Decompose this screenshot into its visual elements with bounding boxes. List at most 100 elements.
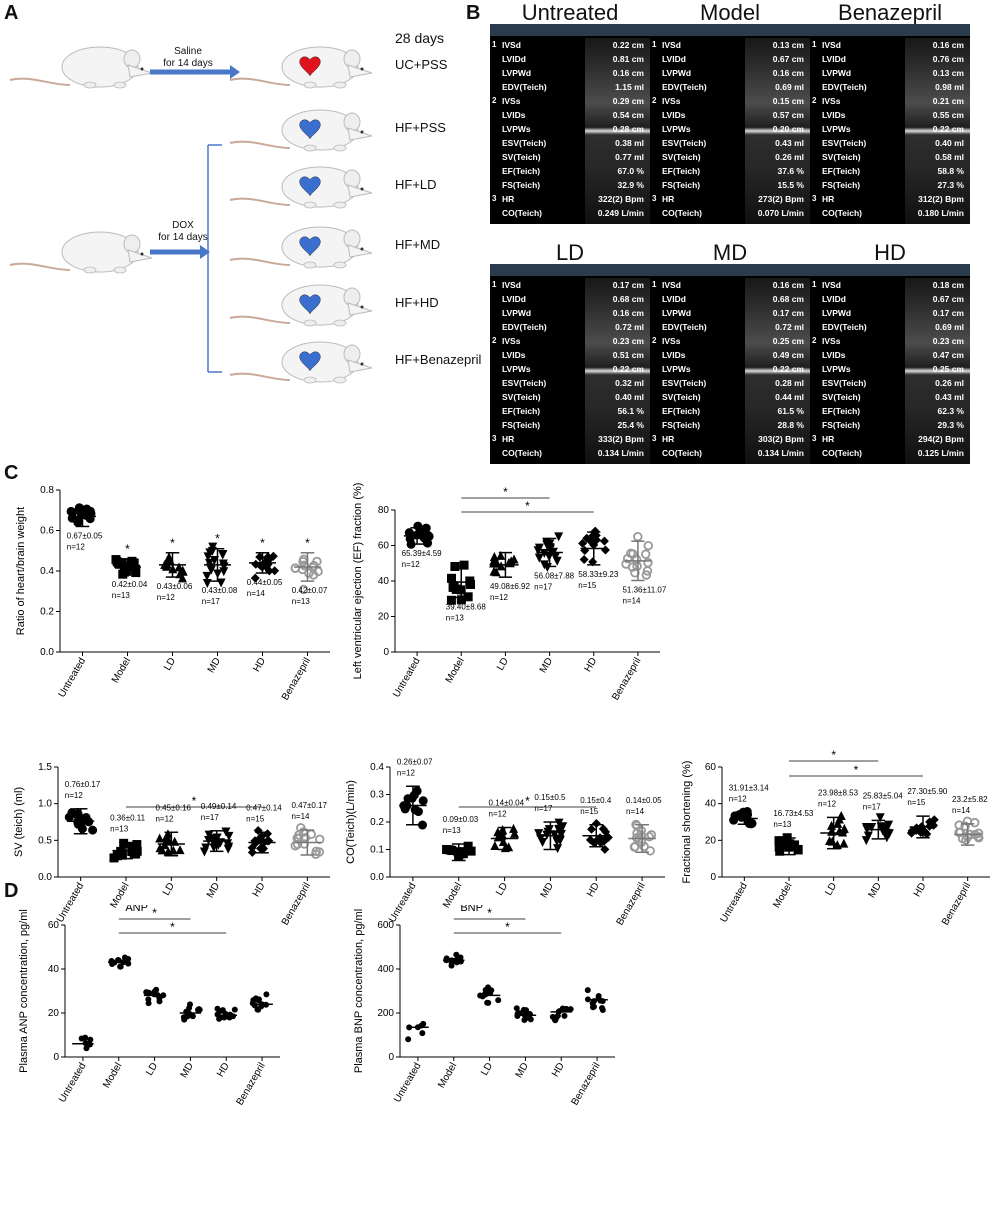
data-point (533, 546, 543, 556)
y-tick-label: 40 (48, 964, 60, 975)
mouse-icon (9, 231, 153, 274)
data-point (496, 561, 506, 571)
data-point (489, 556, 499, 566)
data-point (132, 840, 142, 850)
y-tick-label: 0.4 (370, 762, 384, 773)
data-point (578, 538, 588, 548)
data-point (595, 838, 605, 848)
data-point (587, 824, 597, 834)
y-tick-label: 0.0 (38, 872, 52, 883)
mouse-icon (229, 109, 373, 152)
experimental-design-diagram (9, 46, 373, 384)
summary-annotation: 23.98±8.53 (818, 788, 859, 797)
y-tick-label: 80 (378, 505, 390, 516)
data-point (209, 555, 219, 565)
data-point (556, 829, 566, 839)
echo-measurement-row: EF(Teich)67.0 % (502, 166, 644, 176)
echo-measurement-row: FS(Teich)29.3 % (822, 420, 964, 430)
data-point (489, 552, 499, 562)
data-point (640, 549, 651, 559)
failing-heart-icon (299, 236, 321, 257)
summary-annotation: 16.73±4.53 (773, 809, 814, 818)
data-point (405, 1036, 412, 1043)
y-tick-label: 0.1 (370, 845, 384, 856)
x-tick-label: Untreated (57, 1061, 88, 1105)
summary-annotation: n=14 (247, 589, 266, 598)
chart-title: BNP (460, 905, 483, 914)
data-point (554, 818, 564, 828)
x-tick-label: LD (479, 1061, 495, 1078)
echo-measurement-row: FS(Teich)32.9 % (502, 180, 644, 190)
x-tick-label: MD (514, 1061, 531, 1080)
data-point (777, 839, 787, 849)
data-point (443, 845, 453, 855)
data-point (130, 848, 140, 858)
data-point (783, 840, 793, 850)
data-point (298, 584, 309, 595)
data-point (419, 532, 429, 542)
mouse-icon (229, 341, 373, 384)
data-point (263, 552, 273, 562)
x-tick-label: Model (110, 656, 133, 685)
data-point (413, 521, 423, 531)
x-tick-label: Untreated (391, 656, 422, 700)
summary-annotation: 0.42±0.07 (292, 586, 328, 595)
data-point (419, 1030, 426, 1037)
significance-star: * (170, 920, 175, 934)
mouse-icon (9, 46, 153, 89)
summary-annotation: 31.91±3.14 (729, 784, 770, 793)
data-point (600, 545, 610, 555)
y-axis-label: Plasma ANP concentration, pg/ml (18, 909, 30, 1073)
y-tick-label: 0.8 (40, 485, 54, 496)
data-point (88, 825, 98, 835)
series-group (729, 807, 757, 829)
data-point (539, 548, 549, 558)
summary-annotation: n=12 (397, 768, 416, 777)
series-group (443, 951, 464, 969)
y-tick-label: 0.4 (40, 566, 54, 577)
series-group (621, 532, 654, 580)
failing-heart-icon (299, 294, 321, 315)
data-point (496, 550, 506, 560)
data-point (466, 846, 476, 856)
x-tick-label: MD (179, 1061, 196, 1080)
summary-annotation: n=12 (729, 795, 748, 804)
y-tick-label: 40 (705, 799, 717, 810)
summary-annotation: 0.15±0.4 (580, 796, 612, 805)
group-label: HF+HD (395, 295, 439, 310)
summary-annotation: 65.39±4.59 (402, 549, 443, 558)
summary-annotation: 23.2±5.82 (952, 795, 988, 804)
echo-measurement-row: ESV(Teich)0.28 ml (662, 378, 804, 388)
data-point (186, 1001, 193, 1008)
x-tick-label: HD (251, 881, 268, 899)
data-point (251, 559, 261, 569)
data-point (255, 1006, 262, 1013)
data-point (157, 845, 167, 855)
data-point (595, 833, 605, 843)
data-point (201, 843, 211, 853)
series-group (629, 819, 657, 856)
data-point (465, 576, 475, 586)
summary-annotation: n=17 (863, 802, 882, 811)
mouse-icon (229, 166, 373, 209)
series-group (405, 1020, 427, 1043)
data-point (513, 1005, 520, 1012)
data-point (299, 839, 310, 849)
data-point (554, 532, 564, 542)
x-tick-label: LD (495, 656, 511, 673)
significance-star: * (260, 536, 265, 550)
echo-measurement-row: FS(Teich)27.3 % (822, 180, 964, 190)
data-point (202, 571, 212, 581)
echo-measurement-row: CO(Teich)0.125 L/min (822, 448, 964, 458)
data-point (495, 997, 502, 1004)
data-point (117, 963, 124, 970)
arrow-head-icon (230, 65, 240, 79)
